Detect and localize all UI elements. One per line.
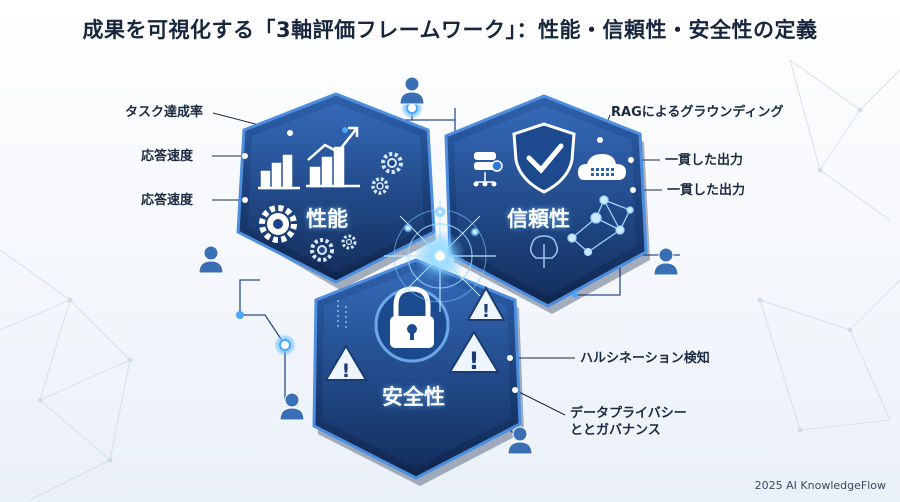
connector-dot bbox=[597, 137, 603, 143]
label-governance: ととガバナンス bbox=[570, 423, 661, 438]
label-rag-grounding: RAGによるグラウンディング bbox=[611, 105, 784, 120]
cloud-icon bbox=[578, 154, 626, 180]
network-graph-icon bbox=[567, 195, 634, 257]
performance-hexagon bbox=[236, 92, 436, 290]
reliability-title: 信頼性 bbox=[507, 207, 570, 231]
label-response-speed-2: 応答速度 bbox=[141, 193, 194, 208]
lock-icon bbox=[374, 286, 450, 363]
tree-icon bbox=[529, 235, 559, 268]
central-glow bbox=[384, 200, 496, 312]
label-consistent-output-2: 一貫した出力 bbox=[667, 183, 746, 198]
connector-dot bbox=[287, 130, 293, 136]
connector-dot bbox=[507, 355, 513, 361]
svg-text:!: ! bbox=[469, 347, 480, 375]
connector-dot bbox=[628, 157, 634, 163]
connector-dot bbox=[242, 153, 248, 159]
svg-text:!: ! bbox=[482, 301, 490, 322]
performance-title: 性能 bbox=[306, 207, 348, 231]
bar-chart-icon bbox=[258, 126, 360, 190]
label-data-privacy: データプライバシー bbox=[570, 406, 687, 421]
user-icon bbox=[198, 245, 224, 274]
gear-icon bbox=[259, 205, 297, 243]
warning-icon: ! bbox=[466, 285, 506, 322]
connector-dot bbox=[512, 387, 518, 393]
reliability-hexagon bbox=[444, 94, 650, 314]
user-icon bbox=[507, 426, 533, 455]
safety-hexagon: ! ! ! bbox=[312, 258, 524, 486]
label-consistent-output: 一貫した出力 bbox=[665, 153, 744, 168]
user-icon bbox=[653, 247, 679, 276]
svg-text:!: ! bbox=[342, 360, 351, 382]
user-icon bbox=[279, 392, 305, 421]
label-hallucination-detection: ハルシネーション検知 bbox=[580, 351, 710, 366]
database-icon bbox=[473, 152, 503, 187]
safety-title: 安全性 bbox=[382, 385, 445, 409]
dotted-lines bbox=[337, 300, 347, 330]
gear-small-icon bbox=[310, 152, 403, 262]
connector-dot bbox=[242, 197, 248, 203]
connector-dot bbox=[630, 187, 636, 193]
footer-credit: 2025 AI KnowledgeFlow bbox=[754, 479, 886, 492]
warning-large-icon: ! bbox=[448, 330, 500, 375]
shield-check-icon bbox=[512, 122, 576, 194]
user-icon bbox=[399, 76, 425, 105]
page-title: 成果を可視化する「3軸評価フレームワーク」：性能・信頼性・安全性の定義 bbox=[82, 18, 818, 42]
label-task-completion: タスク達成率 bbox=[125, 105, 204, 120]
background-network bbox=[0, 59, 900, 501]
warning-left-icon: ! bbox=[324, 344, 368, 382]
label-response-speed: 応答速度 bbox=[141, 149, 194, 164]
